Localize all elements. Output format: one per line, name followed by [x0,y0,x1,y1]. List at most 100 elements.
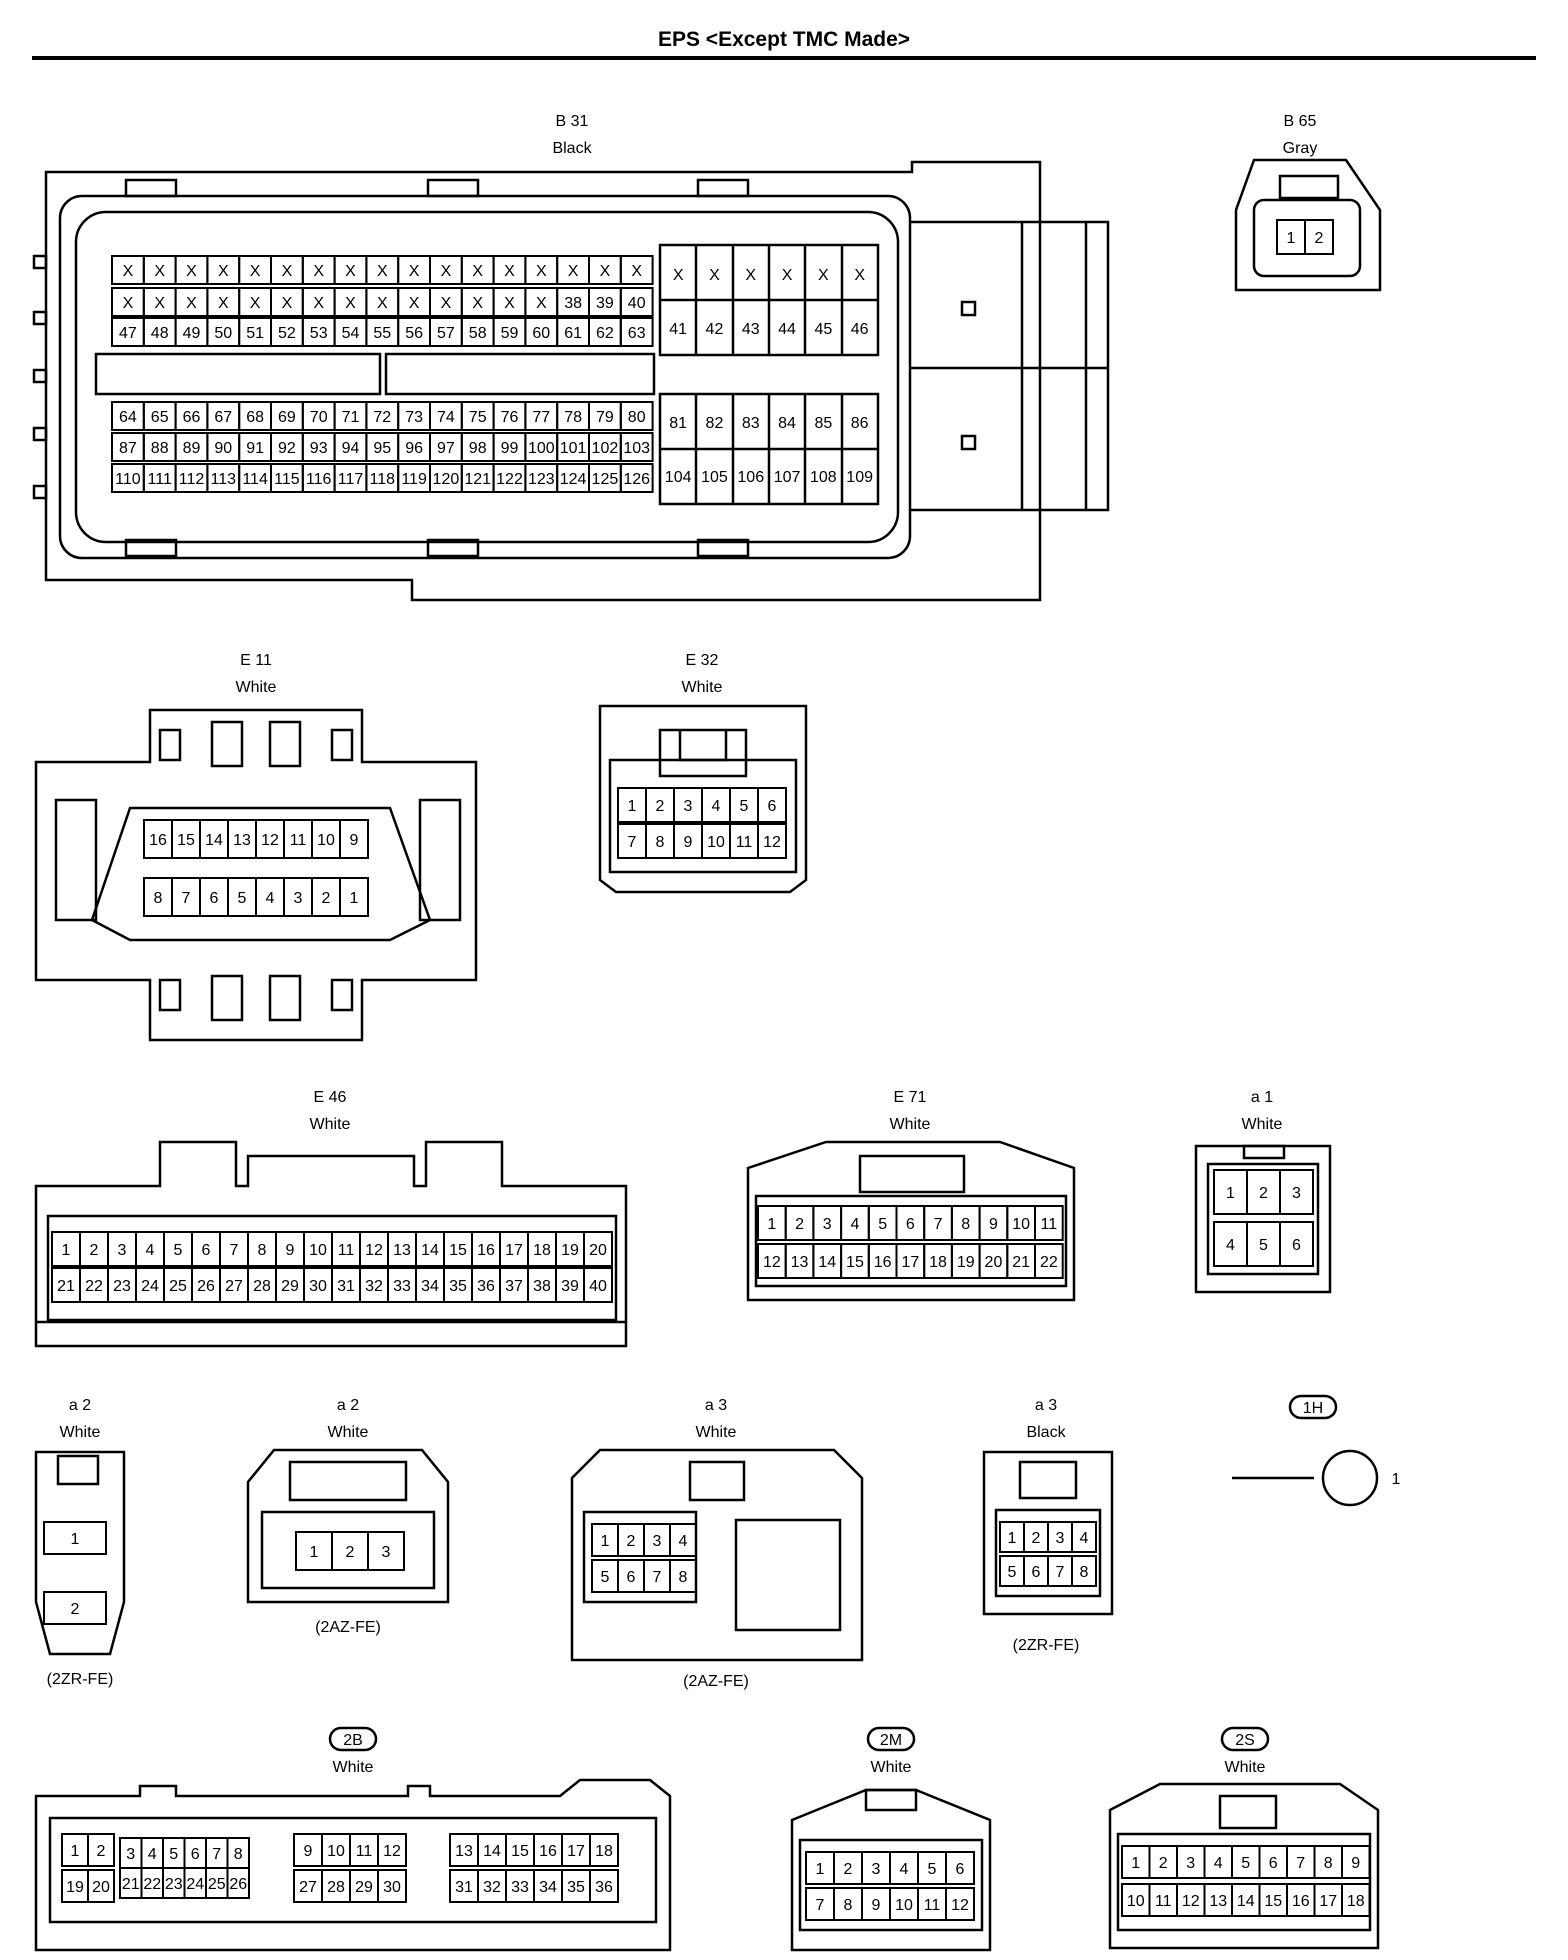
e71-pin-label: 22 [1040,1254,1058,1271]
e71-pin-label: 1 [767,1216,776,1233]
b31-pin-label: X [250,263,261,280]
e71-pin-label: 9 [989,1216,998,1233]
e32-color: White [682,679,723,696]
b31-pin-label: X [377,295,388,312]
2s-pin-label: 3 [1186,1855,1195,1872]
2b-pin-label: 8 [234,1846,243,1863]
e11-face [90,806,432,942]
a3-2zr-pin-label: 8 [1080,1564,1089,1581]
b31-pin-label: X [441,295,452,312]
b31-pin-label: 125 [592,471,619,488]
b31-pin-label: 80 [628,409,646,426]
2b-pin-label: 17 [567,1843,585,1860]
b31-pin-label: 82 [706,415,724,432]
2s-pin-cavity [1341,1883,1371,1917]
b31-pin-label: 106 [737,469,764,486]
e32-pin-label: 2 [656,798,665,815]
e46-pin-label: 12 [365,1242,383,1259]
2s-pin-label: 11 [1155,1893,1172,1910]
e46-pin-label: 27 [225,1278,243,1295]
connector-a2-2zr: a 2 White 1 2 (2ZR-FE) [34,1397,126,1688]
b31-tab-1 [124,178,178,198]
e71-pin-label: 10 [1012,1216,1030,1233]
b65-pin-label: 2 [1315,230,1324,247]
2m-pin-cavity [945,1851,975,1885]
b31-pin-cavity [619,432,654,462]
b31-pin-label: 91 [246,440,264,457]
b31-pin-label: X [631,263,642,280]
2b-pin-cavity [87,1833,115,1867]
2b-pin-cavity [589,1833,619,1867]
2b-pin-label: 19 [66,1879,84,1896]
b31-pin-label: 49 [183,325,201,342]
b31-pin-label: 47 [119,325,137,342]
b31-pin-label: 46 [851,321,869,338]
e11-pin-label: 8 [154,890,163,907]
e11-pin-cavity [339,819,369,859]
e46-pin-label: 16 [477,1242,495,1259]
a3-2zr-pin-label: 7 [1056,1564,1065,1581]
e46-color: White [310,1116,351,1133]
e46-pin-label: 20 [589,1242,607,1259]
e46-pin-label: 29 [281,1278,299,1295]
b31-pin-label: X [123,263,134,280]
b31-tab-4 [124,538,178,558]
b31-pin-label: 60 [532,325,550,342]
b31-pin-label: 61 [564,325,582,342]
b31-pin-label: X [709,267,720,284]
b31-pin-label: 78 [564,409,582,426]
b31-pin-label: 72 [373,409,391,426]
e11-pin-label: 7 [182,890,191,907]
e46-pin-cavity [583,1231,613,1267]
2b-pin-label: 12 [383,1843,401,1860]
2b-pin-label: 1 [71,1843,80,1860]
2b-pin-label: 5 [169,1846,178,1863]
b31-pin-label: X [345,295,356,312]
a2-2zr-code: a 2 [69,1397,91,1414]
e46-pin-label: 28 [253,1278,271,1295]
b31-pin-cavity [619,255,654,285]
e71-pin-label: 12 [763,1254,781,1271]
b31-pin-label: X [782,267,793,284]
2b-pin-label: 28 [327,1879,345,1896]
2m-pin-label: 4 [900,1861,909,1878]
b31-pin-label: 43 [742,321,760,338]
2b-pin-label: 32 [483,1879,501,1896]
e46-pin-label: 38 [533,1278,551,1295]
e46-code: E 46 [314,1089,347,1106]
e11-pin-label: 1 [350,890,359,907]
a3-2zr-pin-label: 4 [1080,1530,1089,1547]
e46-pin-cavity [583,1267,613,1303]
b31-pin-label: X [441,263,452,280]
e32-housing [598,704,808,894]
e46-pin-label: 25 [169,1278,187,1295]
2m-pin-label: 8 [844,1897,853,1914]
e11-wing-left [54,798,98,922]
b31-pin-label: X [186,263,197,280]
2b-pin-label: 10 [327,1843,345,1860]
e32-pin-label: 10 [707,834,725,851]
e71-latch [858,1154,966,1194]
b31-pin-label: X [282,263,293,280]
e71-pin-label: 5 [878,1216,887,1233]
b65-code: B 65 [1284,113,1317,130]
b31-pin-label: 114 [242,471,268,488]
2b-pin-label: 16 [539,1843,557,1860]
a2-2zr-latch [56,1454,100,1486]
b31-pin-label: 111 [148,471,172,488]
b31-pin-label: 40 [628,295,646,312]
e32-latch [658,728,748,778]
a3-2zr-face [994,1508,1102,1598]
b31-pin-label: 70 [310,409,328,426]
2m-code: 2M [880,1732,902,1749]
b31-pin-label: 63 [628,325,646,342]
b31-tab-5 [426,538,480,558]
b31-pin-label: X [472,263,483,280]
e46-pin-label: 8 [258,1242,267,1259]
b31-pin-label: 85 [814,415,832,432]
b31-keyway-right [384,352,656,396]
